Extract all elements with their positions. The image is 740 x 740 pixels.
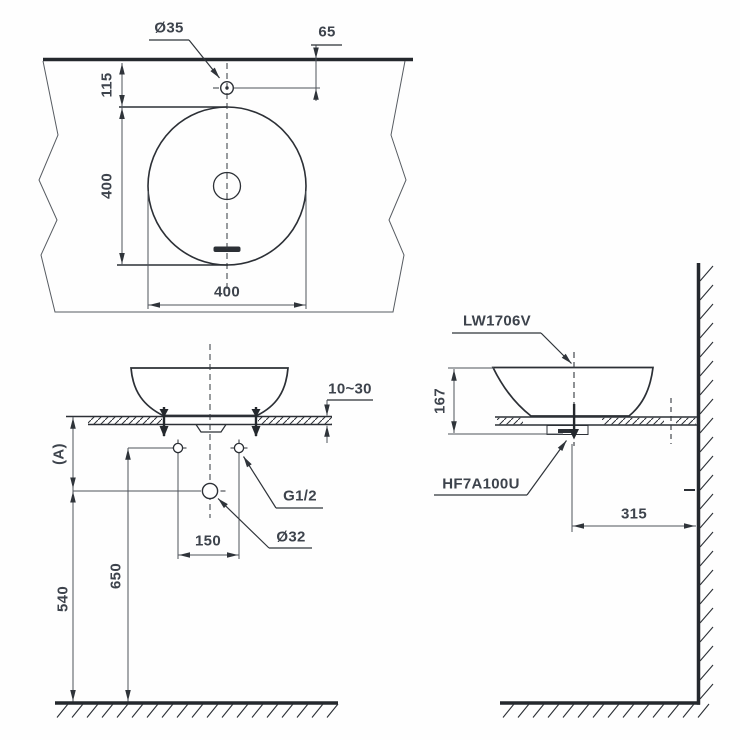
front-view: [55, 344, 373, 718]
dim-167: [448, 367, 563, 435]
faucet-hole-leader: [149, 39, 220, 79]
label-dim-115: 115: [98, 72, 116, 98]
label-faucet-hole-dia: Ø35: [154, 19, 184, 37]
label-dim-540: 540: [54, 586, 72, 612]
floor-hatch-left: [56, 703, 339, 718]
dim-315: [571, 444, 696, 532]
overflow-slot: [213, 246, 241, 252]
label-fitting-model: HF7A100U: [442, 475, 520, 493]
dim-a-540: [70, 417, 201, 703]
basin-model-leader: [452, 332, 572, 364]
label-dim-400-h: 400: [214, 283, 240, 301]
dim-650: [125, 447, 172, 703]
supply-holes: [169, 439, 248, 457]
label-basin-model: LW1706V: [463, 312, 531, 330]
label-dim-a: (A): [50, 443, 68, 465]
side-view: [434, 263, 714, 718]
label-dim-150: 150: [195, 532, 221, 550]
dim-counter-thickness: [324, 399, 373, 443]
wall-hatch: [699, 265, 714, 700]
drain-recess: [195, 424, 227, 433]
label-drain-dia: Ø32: [276, 528, 306, 546]
supply-leader: [242, 456, 323, 509]
label-dim-650: 650: [107, 563, 125, 589]
drain-leader: [217, 498, 312, 549]
mounting-pins: [159, 407, 261, 437]
label-supply-thread: G1/2: [283, 487, 317, 505]
drain-hole: [195, 482, 226, 500]
dim-400-horizontal: [147, 191, 307, 309]
basin-bowl-side: [491, 366, 654, 417]
dim-150: [177, 454, 240, 559]
drain-circle-plan: [212, 171, 242, 201]
floor-hatch-right: [502, 703, 710, 718]
label-dim-315: 315: [621, 505, 647, 523]
dim-65: [234, 44, 342, 101]
fitting-model-leader: [434, 440, 567, 496]
label-counter-thickness: 10~30: [328, 380, 372, 398]
label-dim-400-v: 400: [98, 173, 116, 199]
plan-view: [38, 39, 413, 313]
drain-fitting: [546, 404, 589, 440]
label-dim-65: 65: [318, 23, 336, 41]
break-border: [38, 60, 407, 313]
label-dim-167: 167: [431, 388, 449, 414]
